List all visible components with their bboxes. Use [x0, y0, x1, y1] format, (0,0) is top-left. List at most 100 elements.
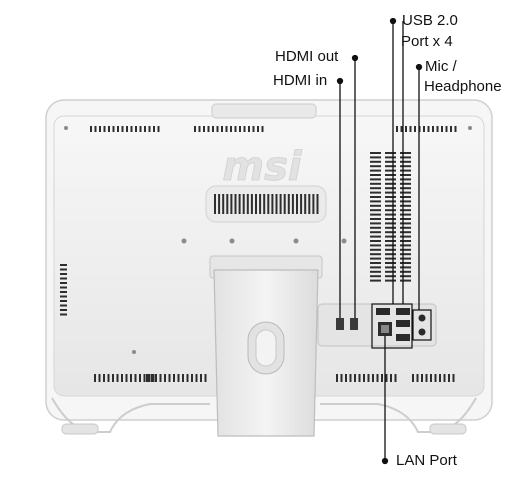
vent-slot — [445, 126, 448, 132]
vent-slot — [385, 257, 396, 260]
vent-slot — [385, 231, 396, 234]
vent-slot — [370, 209, 381, 212]
vent-slot — [400, 257, 411, 260]
vent-slot — [267, 194, 270, 214]
vent-slot — [400, 275, 411, 278]
vent-slot — [385, 178, 396, 181]
vent-slot — [385, 213, 396, 216]
center-grille — [205, 185, 327, 223]
vent-slot — [385, 182, 396, 185]
vent-slot — [370, 257, 381, 260]
vent-slot — [60, 291, 67, 293]
vent-slot — [146, 374, 148, 382]
vent-slot — [370, 235, 381, 238]
vent-slot — [345, 374, 347, 382]
vent-slot — [432, 126, 434, 132]
vent-slot — [226, 194, 229, 214]
vent-slot — [400, 196, 411, 198]
vent-slot — [372, 374, 374, 382]
vent-slot — [242, 194, 245, 214]
usb-port — [396, 320, 410, 327]
vent-slot — [400, 174, 411, 176]
vent-slot — [427, 126, 430, 132]
vent-slot — [191, 374, 193, 382]
usb-port — [376, 308, 390, 315]
vent-slot — [212, 126, 214, 132]
vent-slot — [385, 226, 396, 229]
vent-slot — [214, 194, 216, 214]
vent-slot — [143, 374, 146, 382]
vent-slot — [385, 191, 396, 194]
vent-slot — [370, 253, 381, 256]
vent-slot — [400, 160, 411, 163]
vent-slot — [121, 374, 123, 382]
vent-slot — [157, 126, 160, 132]
callout-hdmi-out: HDMI out — [275, 48, 339, 65]
callout-hdmi-in: HDMI in — [273, 72, 328, 89]
vent-slot — [370, 187, 381, 190]
vent-slot — [271, 194, 274, 214]
vent-slot — [238, 194, 241, 214]
vent-slot — [354, 374, 356, 382]
vent-slot — [207, 126, 210, 132]
vent-slot — [230, 194, 233, 214]
vent-slot — [203, 126, 205, 132]
vent-slot — [385, 235, 396, 238]
vent-slot — [152, 374, 155, 382]
vent-slot — [385, 262, 396, 264]
vent-slot — [370, 262, 381, 264]
vent-slot — [60, 286, 67, 289]
vent-slot — [385, 174, 396, 176]
vent-slot — [246, 194, 249, 214]
vent-slot — [385, 165, 396, 168]
vent-slot — [450, 126, 452, 132]
vent-slot — [168, 374, 171, 382]
vent-slot — [385, 279, 396, 282]
vent-slot — [222, 194, 225, 214]
hdmi-in-port — [336, 318, 344, 330]
vent-slot — [448, 374, 450, 382]
usb-port — [396, 308, 410, 315]
vent-slot — [177, 374, 180, 382]
vent-slot — [441, 126, 443, 132]
vent-slot — [385, 160, 396, 163]
vent-slot — [287, 194, 290, 214]
vent-slot — [370, 196, 381, 198]
vent-slot — [130, 126, 133, 132]
vent-slot — [252, 126, 255, 132]
vent-slot — [60, 309, 67, 311]
hdmi-out-port — [350, 318, 358, 330]
vent-slot — [370, 279, 381, 282]
vent-slot — [186, 374, 189, 382]
vent-slot — [316, 194, 319, 214]
vent-slot — [248, 126, 250, 132]
callout-lan: LAN Port — [396, 452, 457, 469]
vent-slot — [60, 268, 67, 271]
vent-slot — [312, 194, 315, 214]
vent-slot — [60, 277, 67, 280]
vent-slot — [436, 126, 439, 132]
vent-slot — [204, 374, 207, 382]
vent-slot — [296, 194, 298, 214]
vent-slot — [153, 126, 155, 132]
vent-slot — [125, 374, 128, 382]
vent-slot — [400, 178, 411, 181]
vent-slot — [159, 374, 162, 382]
vent-slot — [221, 126, 223, 132]
io-panel — [317, 303, 437, 349]
vent-slot — [194, 126, 196, 132]
vent-slot — [349, 374, 352, 382]
vent-slot — [103, 126, 106, 132]
vent-slot — [60, 273, 67, 275]
vent-slot — [103, 374, 105, 382]
vent-slot — [370, 222, 381, 225]
vent-slot — [134, 374, 137, 382]
vent-slot — [150, 374, 153, 382]
vent-slot — [234, 194, 237, 214]
vent-slot — [400, 191, 411, 194]
vent-slot — [340, 374, 343, 382]
vent-slot — [144, 126, 146, 132]
vent-slot — [385, 270, 396, 273]
vent-slot — [385, 218, 396, 220]
vent-slot — [370, 270, 381, 273]
